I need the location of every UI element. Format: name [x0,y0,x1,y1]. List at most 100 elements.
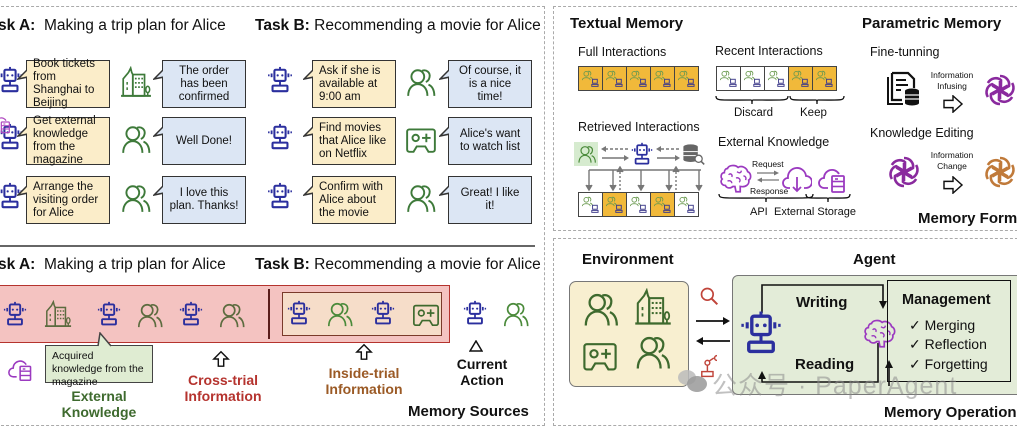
management-item: ✓ Reflection [909,336,987,352]
interaction-cell [674,192,699,217]
user-icon [634,333,672,371]
gamepad-icon [412,300,440,328]
bubble-tail [439,185,449,196]
external-knowledge-label: External Knowledge [718,135,830,149]
user-icon [120,182,152,214]
user-icon [502,300,530,328]
interaction-cell [740,66,765,91]
task-b-title-bottom: Task B: Recommending a movie for Alice [255,256,541,274]
task-a-text: Making a trip plan for Alice [43,17,226,34]
database-search-icon [681,142,705,166]
user-agent-pair-icon [604,68,626,89]
environment-message-bubble: Of course, it is a nice time! [439,60,532,108]
document-database-icon [886,70,922,106]
user-agent-pair-icon [580,194,602,215]
brain-icon [718,162,754,194]
environment-title: Environment [582,251,674,268]
inside-trial-box [282,292,442,336]
user-agent-pair-icon [742,68,764,89]
robot-icon [266,123,294,151]
information-change-label: Information Change [930,150,974,171]
agent-message-text: Confirm with Alice about the movie [319,180,383,219]
user-icon [577,144,597,164]
retrieval-tree [585,166,703,192]
memory-sources-panel [0,6,545,426]
reading-label: Reading [795,356,855,373]
bubble-tail [153,185,163,196]
robot-icon [630,142,654,166]
arrow-to-environment [696,337,730,345]
agent-message-bubble: Ask if she is available at 9:00 am [303,60,396,108]
arrow-up-icon [212,350,230,368]
user-agent-pair-icon [790,68,812,89]
interaction-cell [626,66,651,91]
interaction-cell [578,192,603,217]
keep-brace [789,95,845,105]
acquired-knowledge-note: Acquired knowledge from the magazine [45,345,153,388]
request-response-arrows [757,170,779,183]
task-a-title-bottom: sk A: Making a trip plan for Alice [0,256,226,274]
user-icon [120,123,152,155]
management-box [887,280,1011,382]
external-storage-icon [818,164,848,194]
environment-message-text: I love this plan. Thanks! [169,187,239,212]
note-pointer [97,332,112,347]
user-icon [582,290,620,328]
discard-brace [715,95,789,105]
interaction-cell [650,192,675,217]
environment-message-text: Of course, it is a nice time! [459,64,521,103]
agent-message-bubble: Find movies that Alice like on Netflix [303,117,396,165]
retrieval-arrows [656,146,680,161]
bubble-tail [439,69,449,80]
task-a-text: Making a trip plan for Alice [43,256,226,273]
user-agent-pair-icon [652,68,674,89]
interaction-cell [788,66,813,91]
divider-line [0,245,535,247]
robot-icon [266,66,294,94]
watermark-text: 公众号 · PaperAgent [712,372,958,400]
interaction-cell [602,192,627,217]
triangle-marker-icon [469,340,483,352]
external-knowledge-label: External Knowledge [61,388,137,420]
arrow-right-icon [941,95,965,113]
environment-message-bubble: I love this plan. Thanks! [153,176,246,224]
robot-icon [738,310,784,356]
environment-message-text: Alice's want to watch list [459,128,521,153]
writing-label: Writing [796,294,848,311]
bubble-tail [17,126,27,137]
response-label: Response [750,186,789,196]
memory-flow-lines [758,284,887,383]
agent-message-text: Ask if she is available at 9:00 am [319,64,381,103]
request-label: Request [752,159,784,169]
full-interactions-label: Full Interactions [578,45,667,59]
interaction-cell [716,66,741,91]
user-agent-pair-icon [628,194,650,215]
agent-message-bubble: Get external knowledge from the magazine [17,115,110,166]
retrieval-arrows [601,146,629,161]
user-agent-pair-icon [766,68,788,89]
building-icon [44,300,72,328]
management-arrow [885,360,893,386]
interaction-cell [674,66,699,91]
environment-message-text: Great! I like it! [460,187,520,212]
task-b-title-top: Task B: Recommending a movie for Alice [255,17,541,35]
gamepad-icon [582,337,618,373]
task-b-prefix: Task B: [255,17,310,34]
user-agent-pair-icon [580,68,602,89]
interaction-cell [602,66,627,91]
task-a-prefix: sk A: [0,256,36,273]
watermark-icon [678,368,708,392]
external-storage-icon [0,112,12,136]
task-b-prefix: Task B: [255,256,310,273]
bubble-tail [303,126,313,137]
keep-label: Keep [800,107,827,119]
environment-message-bubble: Well Done! [153,117,246,165]
task-b-text: Recommending a movie for Alice [314,256,541,273]
robot-icon [178,301,204,327]
agent-message-text: Book tickets from Shanghai to Beijing [33,58,95,109]
external-storage-icon [8,356,34,382]
management-item: ✓ Merging [909,317,976,333]
memory-sources-label: Memory Sources [408,403,529,420]
user-agent-pair-icon [604,194,626,215]
memory-form-label: Memory Form [918,210,1017,227]
